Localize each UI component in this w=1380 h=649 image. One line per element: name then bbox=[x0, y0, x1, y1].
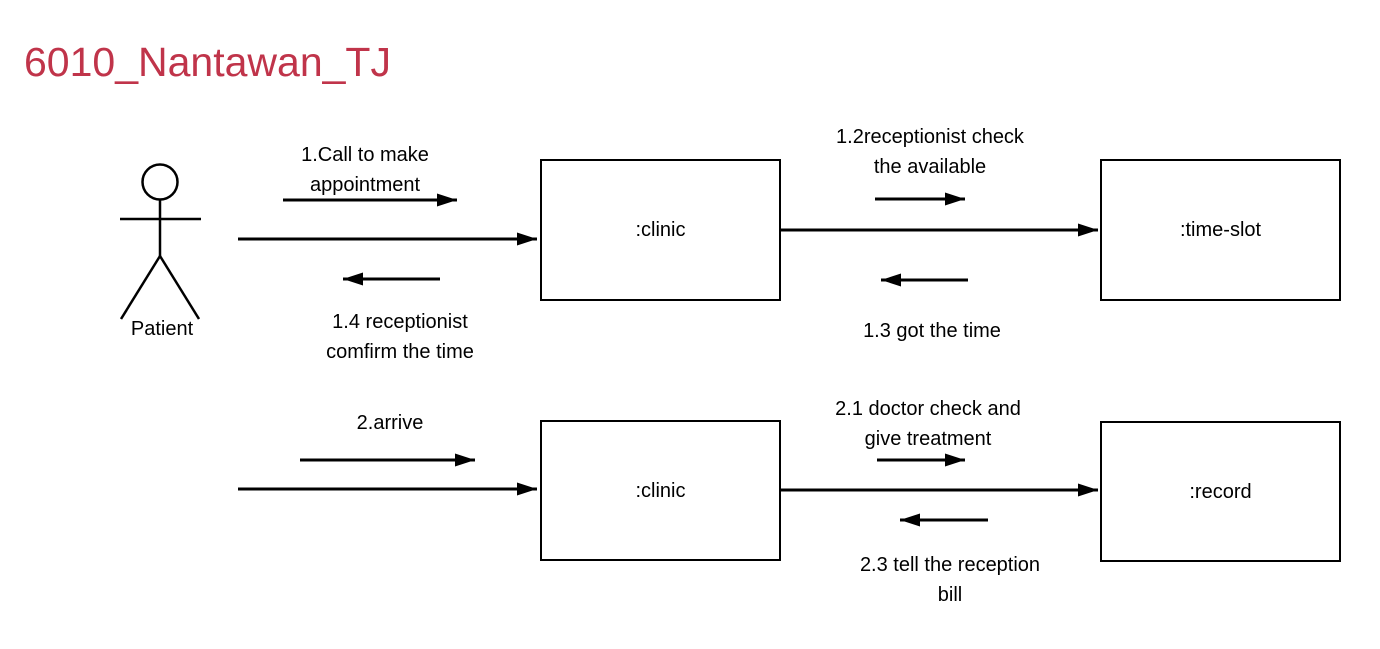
message-label-1-4: 1.4 receptionist comfirm the time bbox=[326, 311, 474, 363]
object-box-clinic-2: :clinic bbox=[540, 420, 781, 561]
object-box-clinic-1: :clinic bbox=[540, 159, 781, 301]
actor-leg-left bbox=[119, 255, 162, 320]
object-label-clinic-1: :clinic bbox=[635, 219, 686, 241]
object-box-record: :record bbox=[1100, 421, 1341, 562]
object-label-clinic-2: :clinic bbox=[635, 479, 686, 502]
actor-head bbox=[141, 163, 179, 201]
page-title: 6010_Nantawan_TJ bbox=[24, 39, 391, 85]
actor-patient-figure bbox=[119, 163, 201, 320]
actor-patient-label: Patient bbox=[130, 318, 194, 340]
message-label-2-1: 2.1 doctor check and give treatment bbox=[835, 398, 1021, 450]
message-label-1: 1.Call to make appointment bbox=[301, 144, 429, 196]
actor-leg-right bbox=[158, 255, 201, 320]
message-label-1-3: 1.3 got the time bbox=[863, 320, 1001, 342]
message-label-2: 2.arrive bbox=[356, 412, 424, 434]
object-label-timeslot: :time-slot bbox=[1179, 219, 1262, 241]
object-label-record: :record bbox=[1189, 480, 1252, 503]
message-label-1-2: 1.2receptionist check the available bbox=[836, 126, 1024, 178]
object-box-timeslot: :time-slot bbox=[1100, 159, 1341, 301]
message-label-2-3: 2.3 tell the reception bill bbox=[859, 554, 1041, 606]
